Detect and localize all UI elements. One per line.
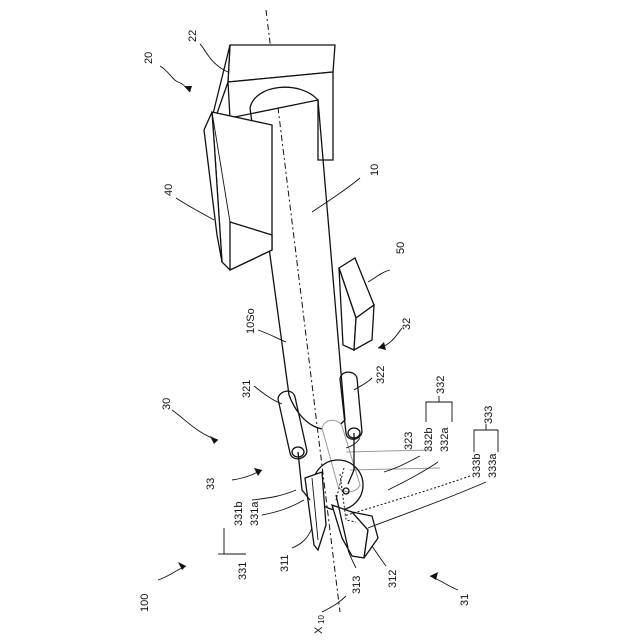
label-333a: 333a: [487, 453, 499, 478]
label-331: 331: [237, 562, 249, 580]
label-333b: 333b: [471, 454, 483, 478]
label-10So: 10So: [245, 308, 257, 334]
label-332a: 332a: [439, 427, 451, 452]
label-10: 10: [369, 164, 381, 176]
label-100: 100: [139, 594, 151, 612]
label-22: 22: [187, 30, 199, 42]
label-312: 312: [387, 570, 399, 588]
block-40: [204, 112, 272, 270]
label-32: 32: [401, 318, 413, 330]
label-331a: 331a: [249, 501, 261, 526]
label-311: 311: [279, 554, 291, 572]
label-313: 313: [351, 576, 363, 594]
label-33: 33: [205, 478, 217, 490]
label-321: 321: [241, 380, 253, 398]
label-331b: 331b: [233, 502, 245, 526]
label-20: 20: [143, 52, 155, 64]
label-x10-subscript: 10: [317, 615, 326, 624]
label-332: 332: [435, 376, 447, 394]
label-322: 322: [375, 366, 387, 384]
label-333: 333: [483, 406, 495, 424]
label-50: 50: [395, 242, 407, 254]
label-30: 30: [161, 398, 173, 410]
label-40: 40: [163, 184, 175, 196]
label-323: 323: [403, 432, 415, 450]
label-31: 31: [459, 594, 471, 606]
rod-321: [278, 391, 307, 459]
block-50: [339, 258, 374, 350]
label-332b: 332b: [423, 428, 435, 452]
label-x10: X: [313, 626, 325, 634]
